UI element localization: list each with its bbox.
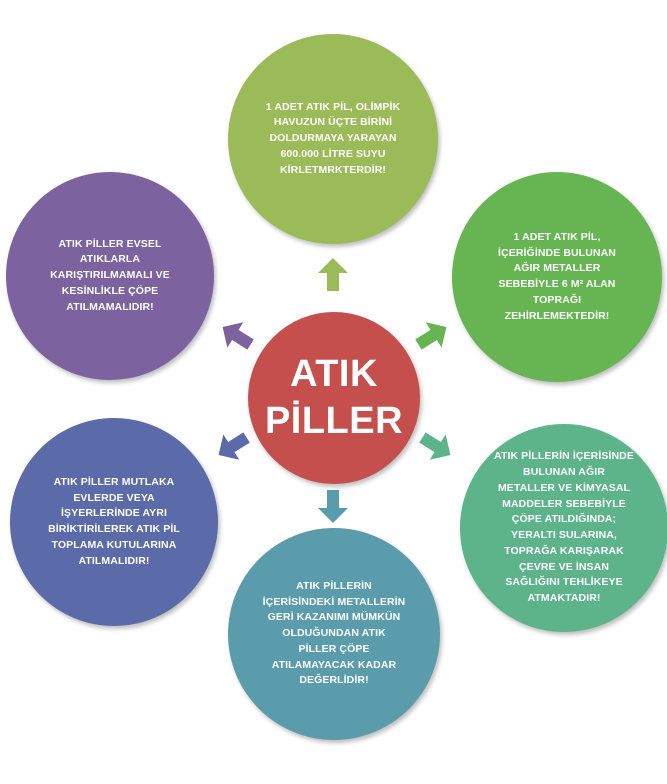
node-upper-left: ATIK PİLLER EVSEL ATIKLARLA KARIŞTIRILMA… — [6, 172, 214, 380]
node-upper-right: 1 ADET ATIK PİL, İÇERİĞİNDE BULUNAN AĞIR… — [452, 172, 662, 382]
node-top-text: 1 ADET ATIK PİL, OLİMPİK HAVUZUN ÜÇTE Bİ… — [265, 100, 401, 176]
center-label: ATIK PİLLER — [264, 352, 404, 443]
node-upper-left-text: ATIK PİLLER EVSEL ATIKLARLA KARIŞTIRILMA… — [50, 237, 170, 313]
node-top: 1 ADET ATIK PİL, OLİMPİK HAVUZUN ÜÇTE Bİ… — [228, 34, 438, 244]
arrow-to-top — [318, 258, 348, 291]
node-lower-right-text: ATIK PİLLERİN İÇERİSİNDE BULUNAN AĞIR ME… — [494, 450, 634, 604]
node-lower-left-text: ATIK PİLLER MUTLAKA EVLERDE VEYA İŞYERLE… — [48, 475, 180, 567]
node-lower-left: ATIK PİLLER MUTLAKA EVLERDE VEYA İŞYERLE… — [10, 418, 218, 626]
arrow-to-upper-left — [222, 322, 254, 350]
arrow-to-upper-right — [415, 322, 447, 350]
node-bottom-text: ATIK PİLLERİN İÇERİSİNDEKİ METALLERİN GE… — [262, 579, 406, 687]
center-circle: ATIK PİLLER — [248, 312, 420, 484]
arrow-to-lower-right — [419, 432, 451, 460]
node-bottom: ATIK PİLLERİN İÇERİSİNDEKİ METALLERİN GE… — [228, 528, 440, 740]
node-lower-right: ATIK PİLLERİN İÇERİSİNDE BULUNAN AĞIR ME… — [460, 424, 667, 632]
arrow-to-bottom — [318, 490, 348, 523]
node-upper-right-text: 1 ADET ATIK PİL, İÇERİĞİNDE BULUNAN AĞIR… — [498, 230, 616, 322]
arrow-to-lower-left — [218, 432, 250, 460]
